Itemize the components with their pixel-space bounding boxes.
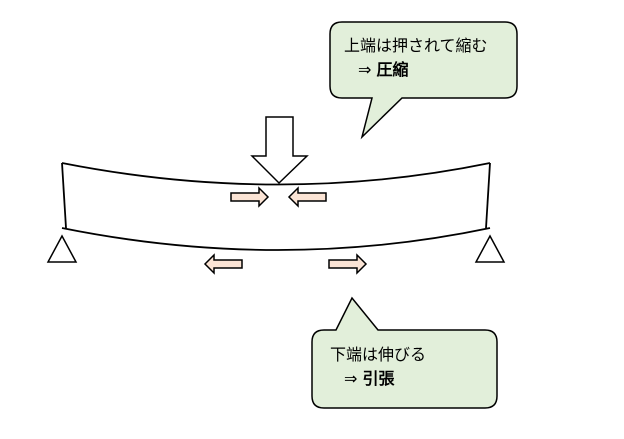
top-callout-bubble	[329, 21, 518, 140]
top-callout-text: 上端は押されて縮む ⇒ 圧縮	[344, 34, 488, 82]
tension-arrow-right	[328, 253, 368, 275]
bottom-callout-bubble	[311, 296, 498, 409]
bottom-callout-line1: 下端は伸びる	[330, 345, 427, 364]
bottom-callout-line2: ⇒ 引張	[330, 367, 426, 391]
top-callout-line2: ⇒ 圧縮	[344, 58, 488, 82]
left-support-triangle	[46, 234, 78, 263]
bottom-callout-text: 下端は伸びる ⇒ 引張	[330, 343, 426, 391]
term-compression: 圧縮	[376, 60, 409, 79]
beam	[61, 162, 491, 251]
implies-arrow: ⇒	[344, 369, 358, 388]
term-tension: 引張	[362, 369, 395, 388]
right-support-triangle	[474, 234, 506, 263]
compression-arrow-right	[230, 186, 270, 208]
implies-arrow: ⇒	[358, 60, 372, 79]
load-arrow-down	[250, 116, 309, 185]
compression-arrow-left	[287, 186, 327, 208]
tension-arrow-left	[203, 253, 243, 275]
top-callout-line1: 上端は押されて縮む	[344, 36, 488, 55]
